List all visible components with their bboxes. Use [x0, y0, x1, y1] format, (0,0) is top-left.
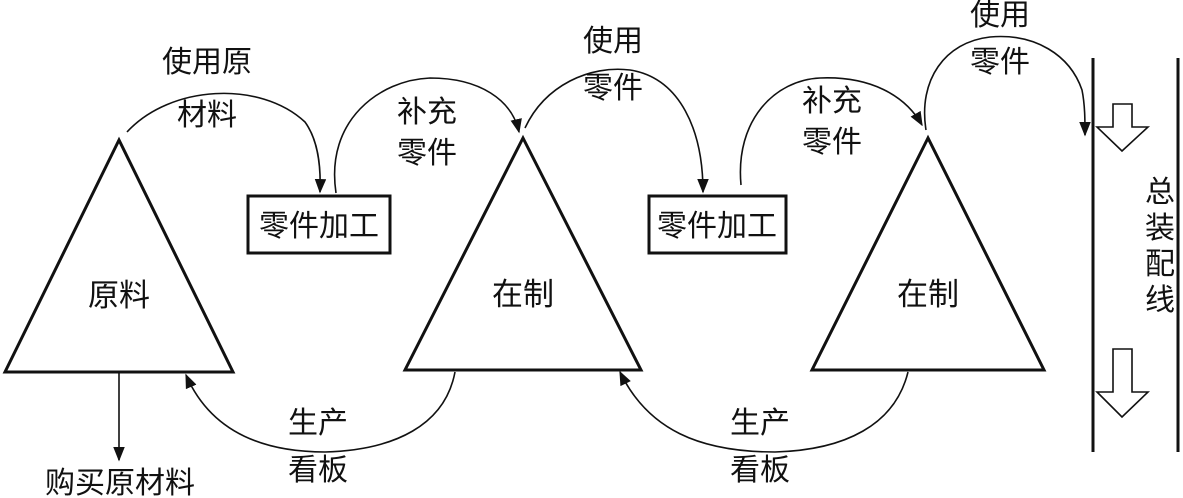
use-raw-arrow [126, 92, 327, 194]
assembly-line-char-3: 配 [1145, 247, 1175, 282]
assembly-line-char-1: 总 [1145, 175, 1175, 210]
use-parts-arrow-1 [524, 68, 709, 194]
purchase-label: 购买原材料 [45, 466, 195, 498]
use-raw-label-line1: 使用原 [162, 45, 252, 80]
part-processing-box-1 [246, 194, 392, 255]
replenish-label-2-line1: 补充 [802, 84, 862, 119]
wip-label-2: 在制 [897, 277, 959, 313]
part-processing-box-2 [647, 194, 788, 255]
wip-triangle-1 [402, 134, 644, 372]
part-processing-label-2: 零件加工 [657, 209, 777, 244]
replenish-label-1-line1: 补充 [397, 95, 457, 130]
part-processing-label-1: 零件加工 [259, 209, 379, 244]
kanban-arrow-1 [185, 371, 456, 453]
use-parts-label-1-line1: 使用 [583, 24, 643, 59]
wip-triangle-2 [809, 134, 1047, 372]
kanban-label-1-line1: 生产 [288, 406, 348, 441]
use-parts-label-2-line1: 使用 [970, 0, 1030, 33]
use-parts-label-2-line2: 零件 [970, 45, 1030, 80]
replenish-label-1-line2: 零件 [397, 136, 457, 171]
kanban-label-1-line2: 看板 [288, 453, 348, 488]
down-arrow-icon-1 [1095, 103, 1151, 153]
use-raw-label-line2: 材料 [177, 98, 237, 133]
assembly-line-char-4: 线 [1145, 283, 1175, 318]
kanban-label-2-line2: 看板 [730, 453, 790, 488]
wip-label-1: 在制 [492, 277, 554, 313]
assembly-line-char-2: 装 [1145, 211, 1175, 246]
use-parts-label-1-line2: 零件 [583, 71, 643, 106]
raw-material-triangle [2, 136, 236, 374]
kanban-label-2-line1: 生产 [730, 406, 790, 441]
replenish-arrow-1 [333, 77, 522, 194]
kanban-arrow-2 [619, 370, 909, 453]
use-parts-arrow-2 [923, 35, 1091, 137]
down-arrow-icon-2 [1095, 348, 1150, 419]
replenish-arrow-2 [739, 77, 923, 186]
raw-material-label: 原料 [88, 278, 150, 314]
replenish-label-2-line2: 零件 [802, 125, 862, 160]
